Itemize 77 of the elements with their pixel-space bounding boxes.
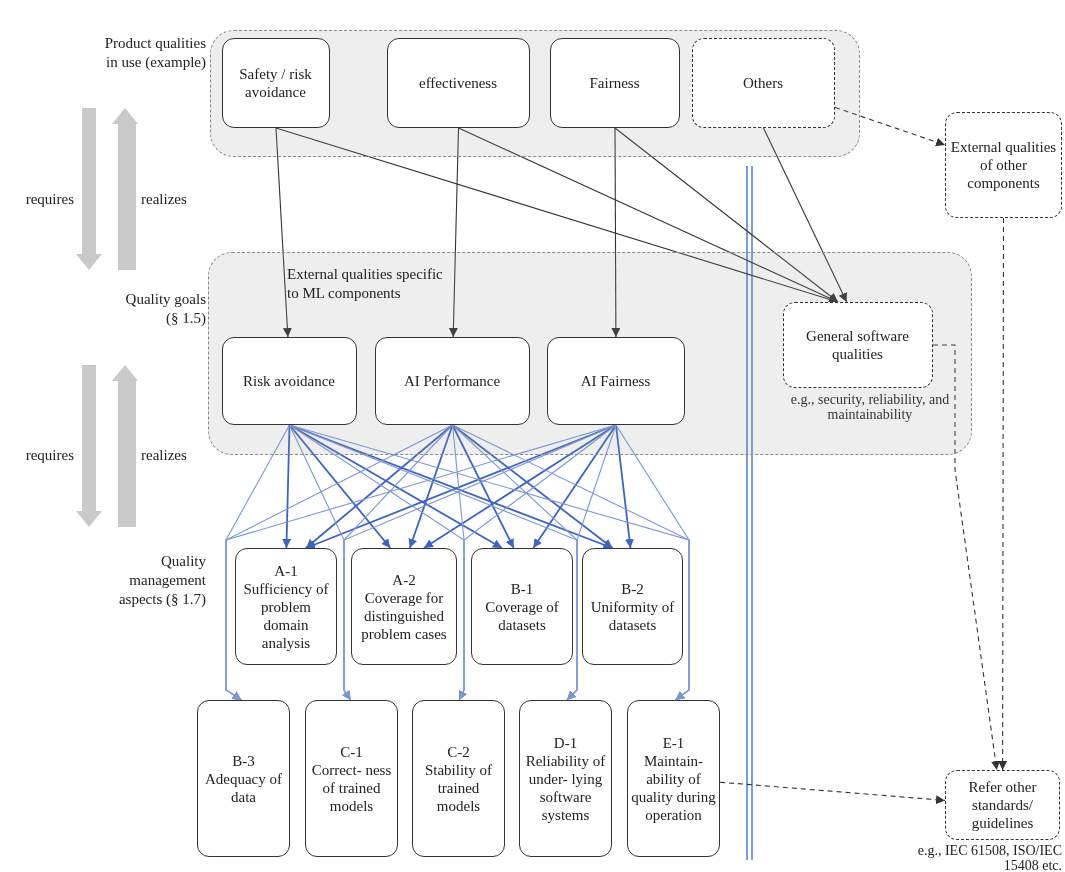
box-code: B-3	[232, 751, 255, 770]
quality-box	[412, 700, 505, 857]
quality-box	[582, 548, 683, 665]
arrow	[615, 424, 634, 549]
quality-box	[221, 336, 357, 425]
quality-box	[351, 548, 457, 665]
row-label: Quality goals (§ 1.5)	[124, 290, 206, 328]
box-text: Refer other standards/ guidelines	[967, 778, 1038, 832]
quality-box	[221, 37, 330, 128]
box-text: Risk avoidance	[242, 371, 336, 390]
row-label: Product qualities in use (example)	[104, 34, 206, 72]
quality-box	[471, 548, 573, 665]
box-text: Reliability of under- lying software systems	[524, 751, 607, 824]
box-text: Stability of trained models	[423, 760, 494, 815]
arrow	[275, 127, 292, 338]
arrow	[614, 127, 839, 303]
note-text: e.g., IEC 61508, ISO/IEC 15408 etc.	[916, 843, 1062, 872]
box-text: Adequacy of data	[203, 769, 284, 806]
arrow	[288, 424, 392, 549]
box-code: A-2	[392, 570, 416, 589]
box-text: Safety / risk avoidance	[238, 64, 313, 101]
box-text: Coverage of datasets	[484, 597, 560, 634]
dashed-box	[691, 37, 835, 128]
box-code: A-1	[274, 561, 298, 580]
row-label: Quality management aspects (§ 1.7)	[117, 552, 206, 609]
quality-box	[546, 336, 685, 425]
quality-box	[549, 37, 680, 128]
dashed-arrow	[998, 217, 1008, 771]
arrow	[282, 424, 292, 549]
box-text: External qualities of other components	[949, 138, 1058, 192]
quality-box	[235, 548, 337, 665]
quality-box	[305, 700, 398, 857]
row-label: realizes	[141, 446, 188, 465]
box-text: Sufficiency of problem domain analysis	[242, 579, 330, 652]
quality-box	[386, 37, 530, 128]
box-text: Coverage for distinguished problem cases	[360, 588, 448, 643]
dashed-box	[945, 112, 1062, 218]
arrow	[448, 127, 460, 338]
dashed-arrow	[932, 344, 1000, 771]
dashed-arrow	[834, 106, 946, 147]
arrow	[615, 424, 690, 701]
note-text: e.g., security, reliability, and maintainability	[789, 392, 951, 423]
box-code: B-2	[621, 579, 644, 598]
group-panel	[210, 30, 860, 157]
box-text: AI Performance	[403, 371, 501, 390]
arrow	[532, 424, 617, 549]
box-code: C-1	[340, 742, 363, 761]
box-code: C-2	[447, 742, 470, 761]
row-label: requires	[24, 446, 74, 465]
row-label: requires	[24, 190, 74, 209]
box-text: effectiveness	[419, 73, 497, 92]
box-text: Fairness	[589, 73, 640, 92]
quality-box	[519, 700, 612, 857]
dashed-arrow	[719, 781, 946, 805]
group-panel	[208, 252, 972, 455]
arrow	[566, 424, 617, 701]
box-text: Maintain- ability of quality during operation	[631, 751, 716, 824]
arrow	[611, 127, 621, 338]
arrow	[458, 424, 617, 701]
box-text: Others	[743, 73, 783, 92]
arrow	[408, 424, 454, 549]
box-text: AI Fairness	[580, 371, 651, 390]
arrow	[762, 127, 848, 303]
row-label: realizes	[141, 190, 188, 209]
box-code: E-1	[662, 733, 685, 752]
arrow	[451, 424, 515, 549]
box-text: General software qualities	[805, 326, 910, 363]
quality-box	[627, 700, 720, 857]
box-code: D-1	[553, 733, 578, 752]
quality-box	[374, 336, 530, 425]
quality-box	[197, 700, 290, 857]
box-code: B-1	[510, 579, 534, 598]
box-text: Correct- ness of trained models	[310, 760, 393, 815]
panel-heading: External qualities specific to ML components	[287, 265, 444, 303]
box-text: Uniformity of datasets	[589, 597, 676, 634]
dashed-box	[782, 301, 933, 388]
dashed-box	[945, 770, 1060, 840]
